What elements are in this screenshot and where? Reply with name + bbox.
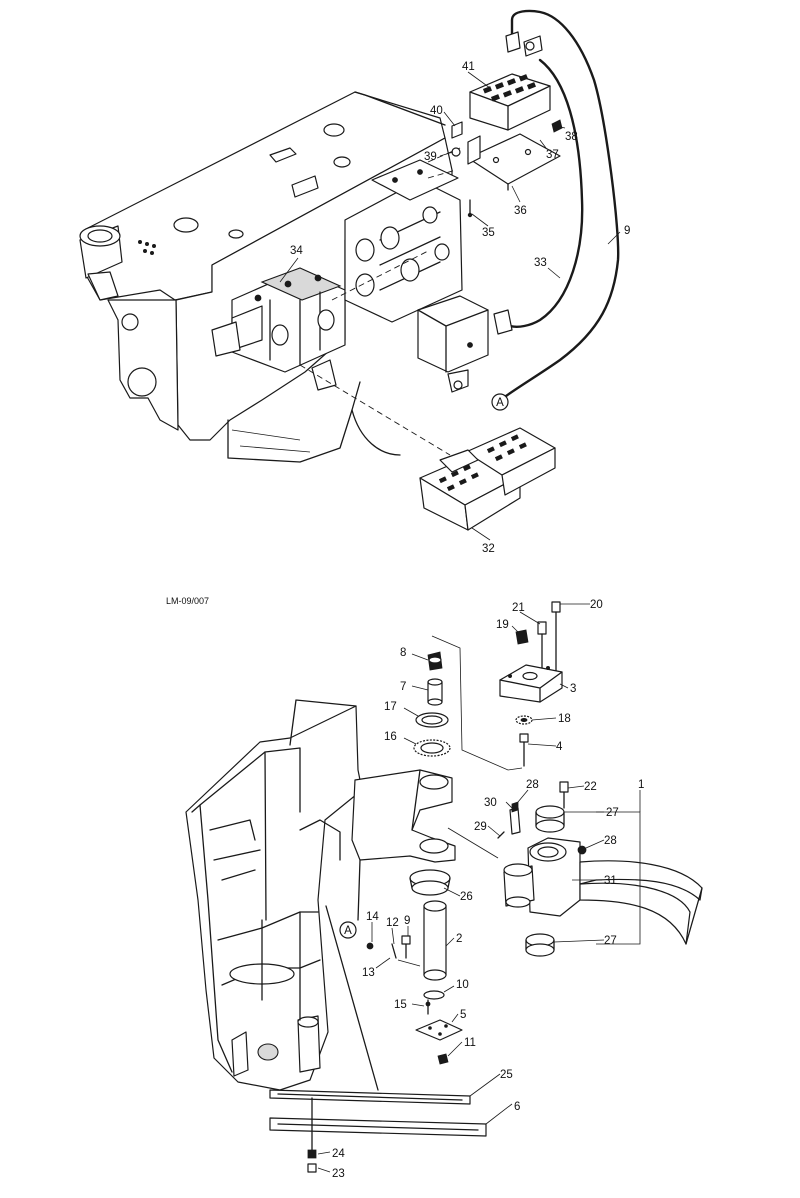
callout: 29 [474,821,487,833]
connector-a-lower: A [344,925,352,937]
callout: 4 [556,741,563,753]
callout: 28 [604,835,617,847]
wear-strip-6 [269,1117,487,1137]
part-2 [423,900,447,981]
callout: 2 [456,933,462,945]
valve-stack [344,159,463,323]
callout: 32 [482,543,495,555]
callout: 27 [606,807,619,819]
cable-9 [504,9,620,398]
drawing-code: LM-09/007 [166,596,209,606]
callout: 21 [512,602,525,614]
callout: 1 [638,779,644,791]
callout: 26 [460,891,473,903]
callout: 8 [400,647,406,659]
upper-assembly: A [79,9,621,541]
callout: 10 [456,979,469,991]
callout: 30 [484,797,497,809]
callout: 34 [290,245,303,257]
connector-a-upper: A [496,397,504,409]
part-3 [499,664,563,703]
callout: 15 [394,999,407,1011]
callout: 40 [430,105,443,117]
callout: 28 [526,779,539,791]
part-26 [409,869,451,896]
callout: 31 [604,875,617,887]
callout: 5 [460,1009,466,1021]
joystick-32 [419,427,556,531]
part-4 [519,733,529,767]
swing-arm [351,769,456,921]
callout: 14 [366,911,379,923]
part-18 [515,715,533,725]
valve-block-34 [211,267,346,391]
part-7 [427,678,443,706]
part-8 [427,651,443,671]
callout: 37 [546,149,559,161]
callout: 6 [514,1101,520,1113]
wear-strip-25 [269,1089,471,1105]
callout: 33 [534,257,547,269]
callout: 17 [384,701,397,713]
junction-box [417,295,489,393]
callout: 22 [584,781,597,793]
bracket-36 [467,133,561,191]
callout: 18 [558,713,571,725]
callout: 19 [496,619,509,631]
callout: 36 [514,205,527,217]
pivot-housing-1 [525,805,703,957]
lower-assembly: A [185,601,703,1173]
callout: 24 [332,1148,345,1160]
callout: 9 [404,915,410,927]
callout: 39 [424,151,437,163]
callout: 35 [482,227,495,239]
cable-33 [493,58,584,335]
upper-callouts: 41 40 38 37 39 36 35 34 9 33 32 [290,61,630,555]
pivot-bearing [503,863,535,908]
part-17 [415,712,449,728]
part-16 [413,739,451,757]
callout: 25 [500,1069,513,1081]
part-22 [559,781,569,809]
callout: 16 [384,731,397,743]
lower-callouts: 21 20 19 8 3 7 18 17 16 4 28 22 30 27 1 … [332,599,644,1180]
callout: 41 [462,61,475,73]
callout: 12 [386,917,399,929]
callout: 13 [362,967,375,979]
callout: 3 [570,683,576,695]
callout: 9 [624,225,630,237]
callout: 38 [565,131,578,143]
lower-leader-lines [317,603,605,1173]
callout: 27 [604,935,617,947]
part-5 [415,1019,463,1041]
callout: 23 [332,1168,345,1180]
upper-leader-lines [279,71,621,541]
part-30 [509,801,521,835]
callout: 7 [400,681,406,693]
callout: 20 [590,599,603,611]
callout: 11 [464,1037,476,1049]
